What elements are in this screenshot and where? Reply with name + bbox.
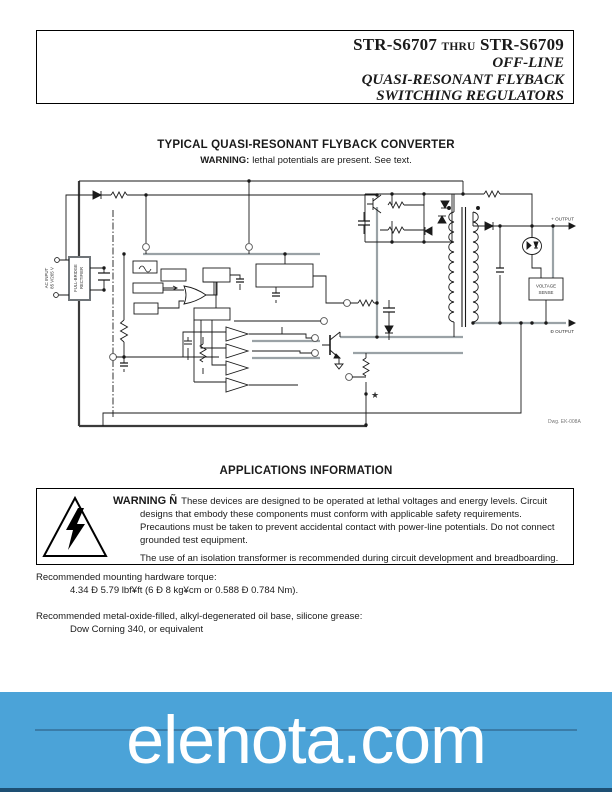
subtitle-line1: OFF-LINE	[492, 55, 564, 71]
voltage-sense-box	[528, 277, 564, 301]
part-end: STR-S6709	[480, 35, 564, 54]
star-marker: ★	[371, 390, 379, 400]
voltage-sense-label-1: VOLTAGE	[536, 284, 556, 289]
output-section	[102, 221, 576, 426]
figure-warning-text: lethal potentials are present. See text.	[252, 155, 412, 166]
power-transistor	[322, 331, 342, 364]
grease-value: Dow Corning 340, or equivalent	[70, 624, 204, 635]
ac-input-label-1: AC INPUT	[44, 267, 49, 288]
output-pos-label: + OUTPUT	[551, 217, 574, 222]
transformer	[447, 194, 480, 337]
figure-warning-label: WARNING:	[200, 155, 250, 166]
part-start: STR-S6707	[353, 35, 438, 54]
subtitle-line2: QUASI-RESONANT FLYBACK	[361, 71, 564, 88]
lightning-bolt-icon	[66, 507, 85, 550]
warning-body: These devices are designed to be operate…	[140, 496, 555, 546]
figure-title: TYPICAL QUASI-RESONANT FLYBACK CONVERTER	[157, 139, 455, 151]
ac-input-label-2: 85 V/265 V	[50, 267, 55, 289]
driver-block	[193, 307, 231, 321]
watermark-text[interactable]: elenota.com	[126, 702, 486, 778]
banner-divider-line	[35, 729, 577, 731]
rectifier-label-1: FULL-BRIDGE	[73, 264, 78, 292]
part-number-range: STR-S6707 THRU STR-S6709	[37, 35, 564, 55]
optocoupler	[522, 237, 542, 255]
voltage-sense-label-2: SENSE	[539, 290, 554, 295]
warning-note: The use of an isolation transformer is r…	[140, 553, 559, 564]
output-neg-label: Ð OUTPUT	[551, 329, 575, 334]
torque-value: 4.34 Ð 5.79 lbf¥ft (6 Ð 8 kg¥cm or 0.588…	[70, 585, 299, 596]
high-voltage-warning-icon	[37, 489, 113, 564]
thru-label: THRU	[441, 41, 476, 53]
header-title-box: STR-S6707 THRU STR-S6709 OFF-LINE QUASI-…	[36, 30, 574, 104]
grease-heading: Recommended metal-oxide-filled, alkyl-de…	[36, 611, 363, 622]
banner-bottom-edge	[0, 788, 612, 792]
notes-section: Recommended mounting hardware torque: 4.…	[36, 571, 576, 636]
pin-circles	[109, 243, 353, 381]
applications-heading: APPLICATIONS INFORMATION	[219, 465, 393, 477]
startup-resistor	[110, 190, 128, 200]
or-gate	[183, 285, 207, 305]
comparator-bank	[182, 320, 298, 393]
drawing-number: Dwg. EK-008A	[548, 419, 581, 425]
power-path-wires	[143, 207, 566, 360]
latch-block	[202, 267, 231, 283]
junction-dots	[102, 179, 555, 427]
figure-warning: WARNING:lethal potentials are present. S…	[36, 155, 576, 166]
snubber-network	[358, 193, 463, 340]
flyback-converter-schematic: AC INPUT 85 V/265 V FULL-BRIDGE RECTIFIE…	[44, 179, 576, 428]
bridge-rectifier-box	[68, 256, 91, 301]
oscillator-block	[132, 260, 158, 274]
subtitle-line3: SWITCHING REGULATORS	[376, 88, 564, 104]
warning-lead: WARNING Ñ	[113, 495, 178, 507]
rectifier-label-2: RECTIFIER	[79, 267, 84, 289]
torque-heading: Recommended mounting hardware torque:	[36, 572, 217, 583]
regulator-block	[255, 263, 314, 288]
watermark-banner: elenota.com	[0, 692, 612, 792]
